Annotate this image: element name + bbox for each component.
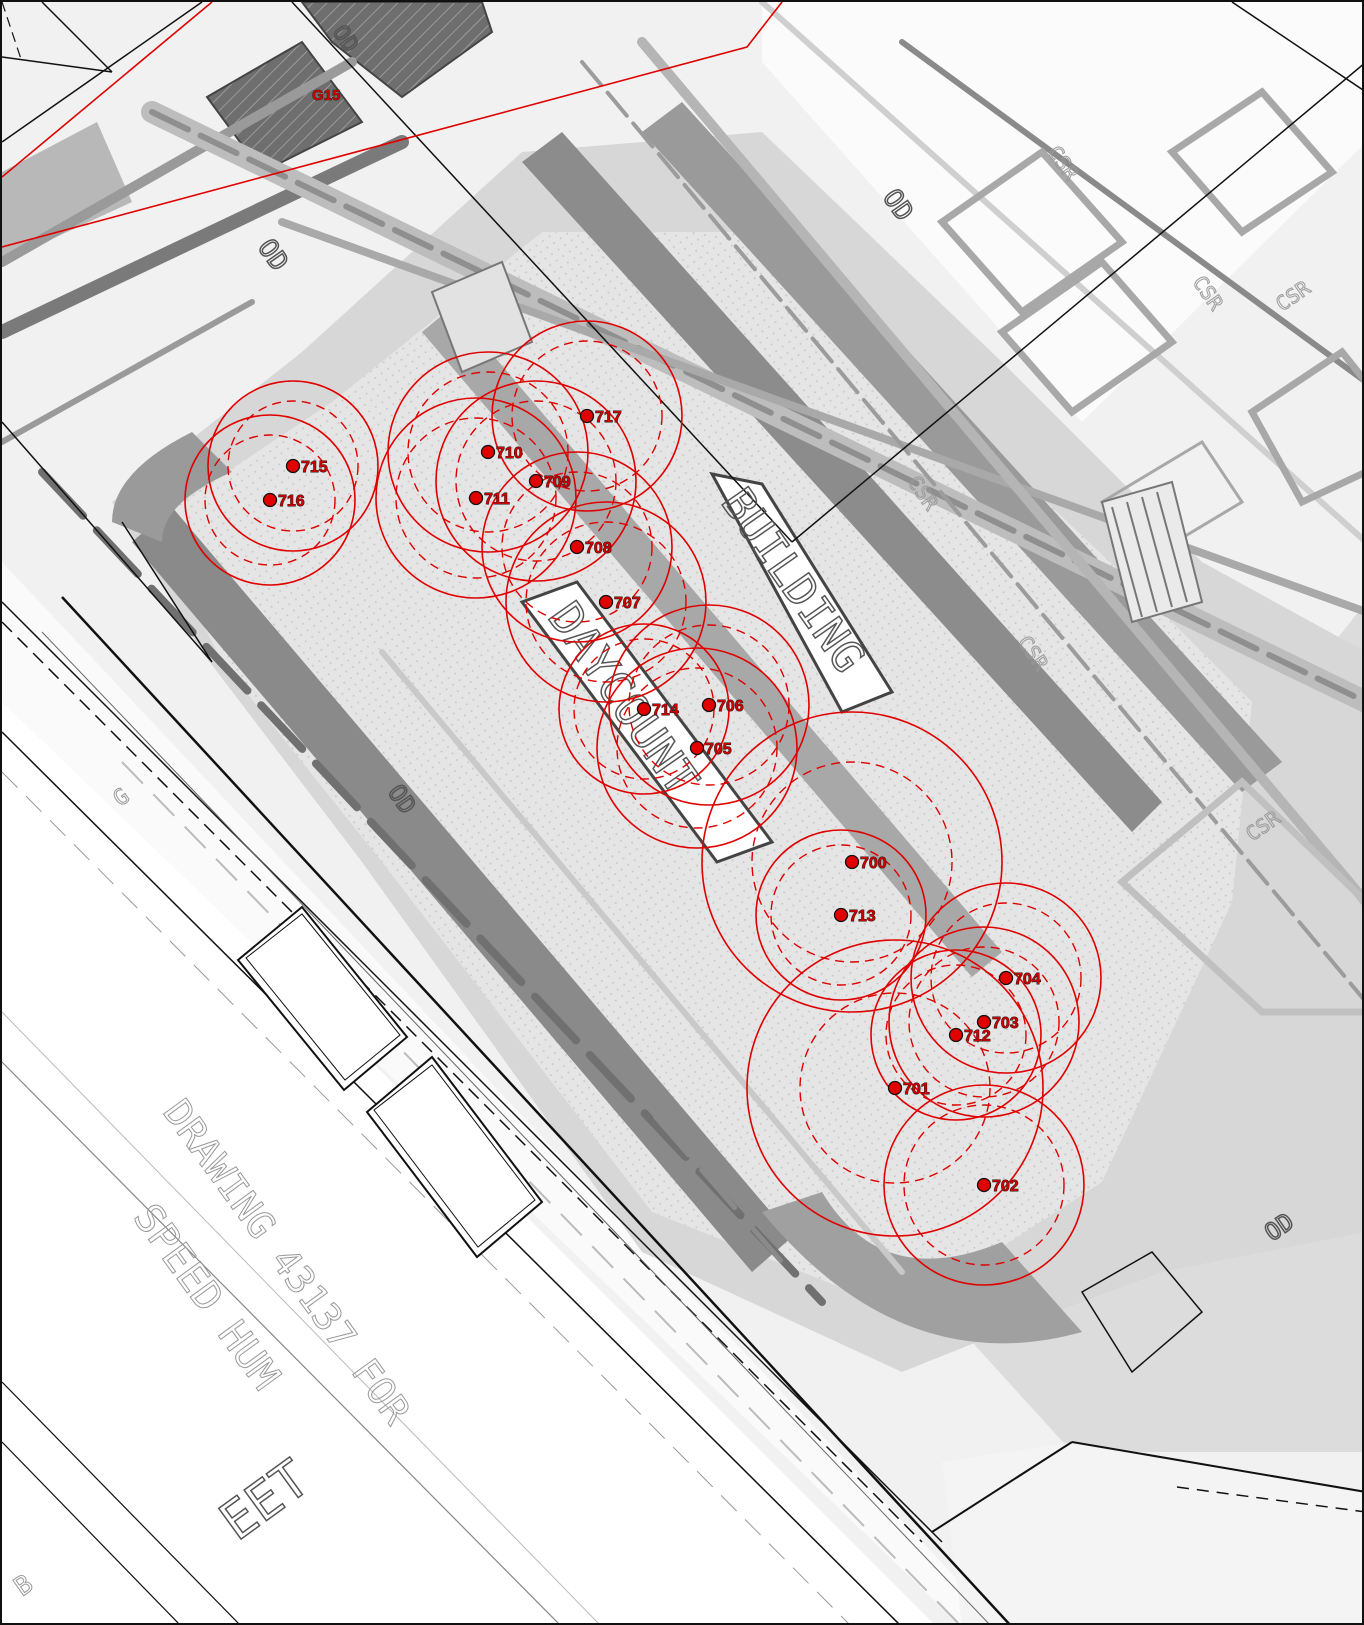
building-label-boxes — [519, 471, 895, 864]
buffer-inner-707 — [525, 521, 687, 683]
point-label: 714 — [652, 702, 679, 719]
buffer-inner-701 — [799, 992, 991, 1184]
buffer-inner-702 — [903, 1104, 1065, 1266]
point-label: 710 — [496, 445, 523, 462]
hatched-structures — [2, 2, 494, 262]
point-702[interactable]: 702 — [976, 1177, 1019, 1195]
point-label: 705 — [705, 741, 732, 758]
point-label: 713 — [849, 908, 876, 925]
point-marker[interactable] — [579, 408, 595, 424]
point-label: 709 — [544, 474, 571, 491]
buffer-outer-711 — [375, 397, 577, 599]
speed-humps — [236, 905, 544, 1259]
buffer-outer-701 — [746, 939, 1044, 1237]
point-label: 703 — [992, 1015, 1019, 1032]
point-marker[interactable] — [262, 492, 278, 508]
buffer-outer-706 — [608, 604, 810, 806]
point-marker[interactable] — [285, 458, 301, 474]
stair-hatch — [430, 260, 1204, 624]
buffer-inner-704 — [930, 902, 1082, 1054]
survey-points: 700 701 702 703 704 705 706 707 708 709 710 711 712 7… — [262, 408, 1041, 1195]
buffer-outer-700 — [701, 711, 1003, 1013]
buffer-inner-703 — [908, 946, 1060, 1098]
point-716[interactable]: 716 — [262, 492, 305, 510]
point-marker[interactable] — [701, 697, 717, 713]
buffer-outer-705 — [596, 647, 798, 849]
point-marker[interactable] — [468, 490, 484, 506]
buffer-inner-706 — [628, 624, 790, 786]
point-marker[interactable] — [598, 594, 614, 610]
point-label: 708 — [585, 540, 612, 557]
point-marker[interactable] — [976, 1014, 992, 1030]
point-marker[interactable] — [833, 907, 849, 923]
point-713[interactable]: 713 — [833, 907, 876, 925]
point-709[interactable]: 709 — [528, 473, 571, 491]
buffer-inner-712 — [885, 964, 1027, 1106]
point-label: 717 — [595, 409, 622, 426]
point-715[interactable]: 715 — [285, 458, 328, 476]
point-marker[interactable] — [844, 854, 860, 870]
point-marker[interactable] — [528, 473, 544, 489]
point-label: 704 — [1014, 971, 1041, 988]
buffer-outer-703 — [888, 926, 1080, 1118]
point-label: 702 — [992, 1178, 1019, 1195]
buffer-outer-715 — [207, 380, 379, 552]
buffer-outer-714 — [558, 623, 730, 795]
point-label: 707 — [614, 595, 641, 612]
point-label: 706 — [717, 698, 744, 715]
buffer-inner-715 — [227, 400, 359, 532]
point-708[interactable]: 708 — [569, 539, 612, 557]
buffer-outer-717 — [491, 320, 683, 512]
area-label: G15 — [312, 87, 340, 104]
point-710[interactable]: 710 — [480, 444, 523, 462]
buffer-outer-708 — [481, 451, 673, 643]
point-label: 716 — [278, 493, 305, 510]
buffer-outer-702 — [883, 1084, 1085, 1286]
point-711[interactable]: 711 — [468, 490, 510, 508]
point-marker[interactable] — [480, 444, 496, 460]
point-marker[interactable] — [689, 740, 705, 756]
point-marker[interactable] — [948, 1027, 964, 1043]
buffer-inner-713 — [770, 844, 912, 986]
point-label: 700 — [860, 855, 887, 872]
buffer-outer-709 — [435, 380, 637, 582]
point-marker[interactable] — [976, 1177, 992, 1193]
point-700[interactable]: 700 — [844, 854, 887, 872]
buffer-outer-712 — [870, 949, 1042, 1121]
buffer-inner-708 — [501, 471, 653, 623]
point-marker[interactable] — [998, 970, 1014, 986]
point-marker[interactable] — [569, 539, 585, 555]
point-706[interactable]: 706 — [701, 697, 744, 715]
buffer-inner-717 — [511, 340, 663, 492]
buffer-outer-713 — [755, 829, 927, 1001]
point-label: 701 — [903, 1081, 930, 1098]
point-marker[interactable] — [887, 1080, 903, 1096]
buffer-outer-704 — [910, 882, 1102, 1074]
point-704[interactable]: 704 — [998, 970, 1041, 988]
buffer-inner-716 — [204, 434, 336, 566]
point-label: 715 — [301, 459, 328, 476]
buffer-outer-716 — [184, 414, 356, 586]
point-buffers — [184, 320, 1102, 1286]
site-boundary — [2, 2, 783, 248]
point-label: 711 — [484, 491, 510, 508]
point-703[interactable]: 703 — [976, 1014, 1019, 1032]
point-707[interactable]: 707 — [598, 594, 641, 612]
point-712[interactable]: 712 — [948, 1027, 991, 1045]
buffer-inner-709 — [455, 400, 617, 562]
buffer-inner-710 — [407, 371, 569, 533]
upper-right-rooms — [936, 87, 1362, 1016]
point-label: 712 — [964, 1028, 991, 1045]
point-717[interactable]: 717 — [579, 408, 622, 426]
point-714[interactable]: 714 — [636, 701, 679, 719]
buffer-outer-707 — [505, 501, 707, 703]
buffer-inner-711 — [395, 417, 557, 579]
point-701[interactable]: 701 — [887, 1080, 930, 1098]
point-705[interactable]: 705 — [689, 740, 732, 758]
point-marker[interactable] — [636, 701, 652, 717]
buffer-inner-700 — [751, 761, 953, 963]
